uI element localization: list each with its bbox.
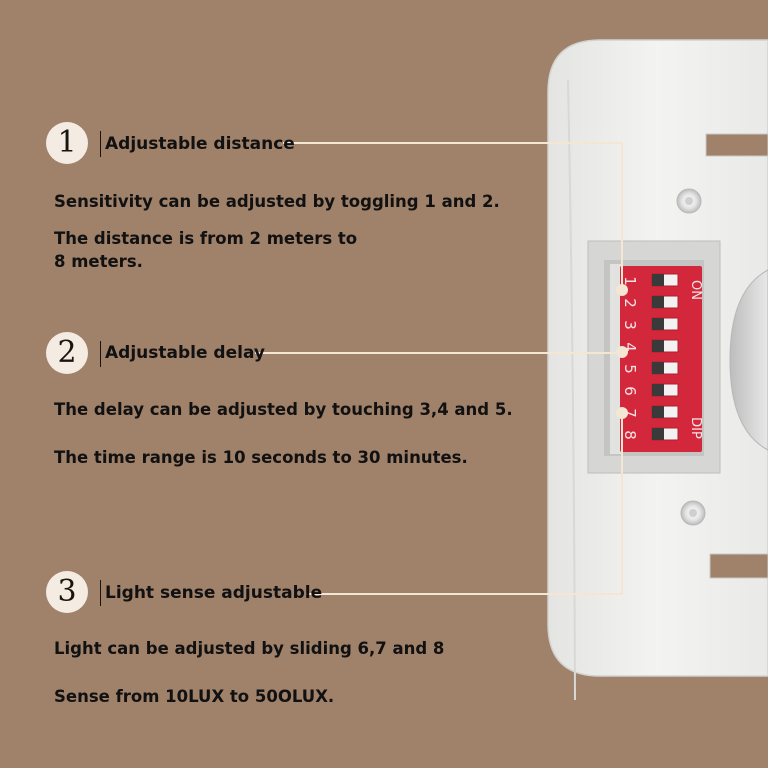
dip-toggle-knob xyxy=(652,362,664,374)
heading-marker xyxy=(100,580,101,606)
dip-position-number: 3 xyxy=(621,320,639,330)
dip-switch: 1 2 3 4 5 6 7 8 ON DIP xyxy=(620,266,703,452)
callout-lines xyxy=(255,142,623,595)
dip-position-number: 8 xyxy=(621,430,639,440)
callout-line-3 xyxy=(306,413,623,595)
dip-switch-body xyxy=(620,266,702,452)
dip-position-number: 5 xyxy=(621,364,639,374)
dip-toggle-knob xyxy=(652,274,664,286)
callout-line-1 xyxy=(283,142,623,290)
callout-dot-3 xyxy=(616,407,628,419)
bottom-slot xyxy=(709,553,768,579)
dip-toggle-knob xyxy=(652,384,664,396)
feature-3-desc-2: Sense from 10LUX to 50OLUX. xyxy=(54,687,335,706)
dip-toggle-knob xyxy=(652,296,664,308)
dip-toggle-knob xyxy=(652,406,664,418)
feature-1-desc-1: Sensitivity can be adjusted by toggling … xyxy=(54,192,500,211)
dip-toggle-knob xyxy=(652,318,664,330)
feature-3-title: Light sense adjustable xyxy=(105,583,323,603)
feature-2-desc-1: The delay can be adjusted by touching 3,… xyxy=(54,400,513,419)
top-slot xyxy=(705,133,768,157)
dip-toggle-knob xyxy=(652,340,664,352)
dip-position-number: 2 xyxy=(621,298,639,308)
dip-position-number: 6 xyxy=(621,386,639,396)
dip-position-number: 1 xyxy=(621,276,639,286)
pir-dome xyxy=(729,269,768,451)
dip-dip-label: DIP xyxy=(688,417,703,439)
dip-on-label: ON xyxy=(688,280,703,300)
dip-toggle-knob xyxy=(652,428,664,440)
dip-position-number: 4 xyxy=(621,342,639,352)
callout-dot-1 xyxy=(616,284,628,296)
heading-marker xyxy=(100,131,101,157)
feature-2-desc-2: The time range is 10 seconds to 30 minut… xyxy=(54,448,468,467)
feature-2-title: Adjustable delay xyxy=(105,343,265,363)
callout-dot-2 xyxy=(616,346,628,358)
dip-position-number: 7 xyxy=(621,408,639,418)
feature-1-desc-2: The distance is from 2 meters to 8 meter… xyxy=(54,229,358,271)
step-2-badge: 2 xyxy=(46,332,88,374)
feature-1-title: Adjustable distance xyxy=(105,134,295,154)
step-1-badge: 1 xyxy=(46,122,88,164)
step-3-badge: 3 xyxy=(46,571,88,613)
feature-3-desc-1: Light can be adjusted by sliding 6,7 and… xyxy=(54,639,445,658)
heading-marker xyxy=(100,341,101,367)
